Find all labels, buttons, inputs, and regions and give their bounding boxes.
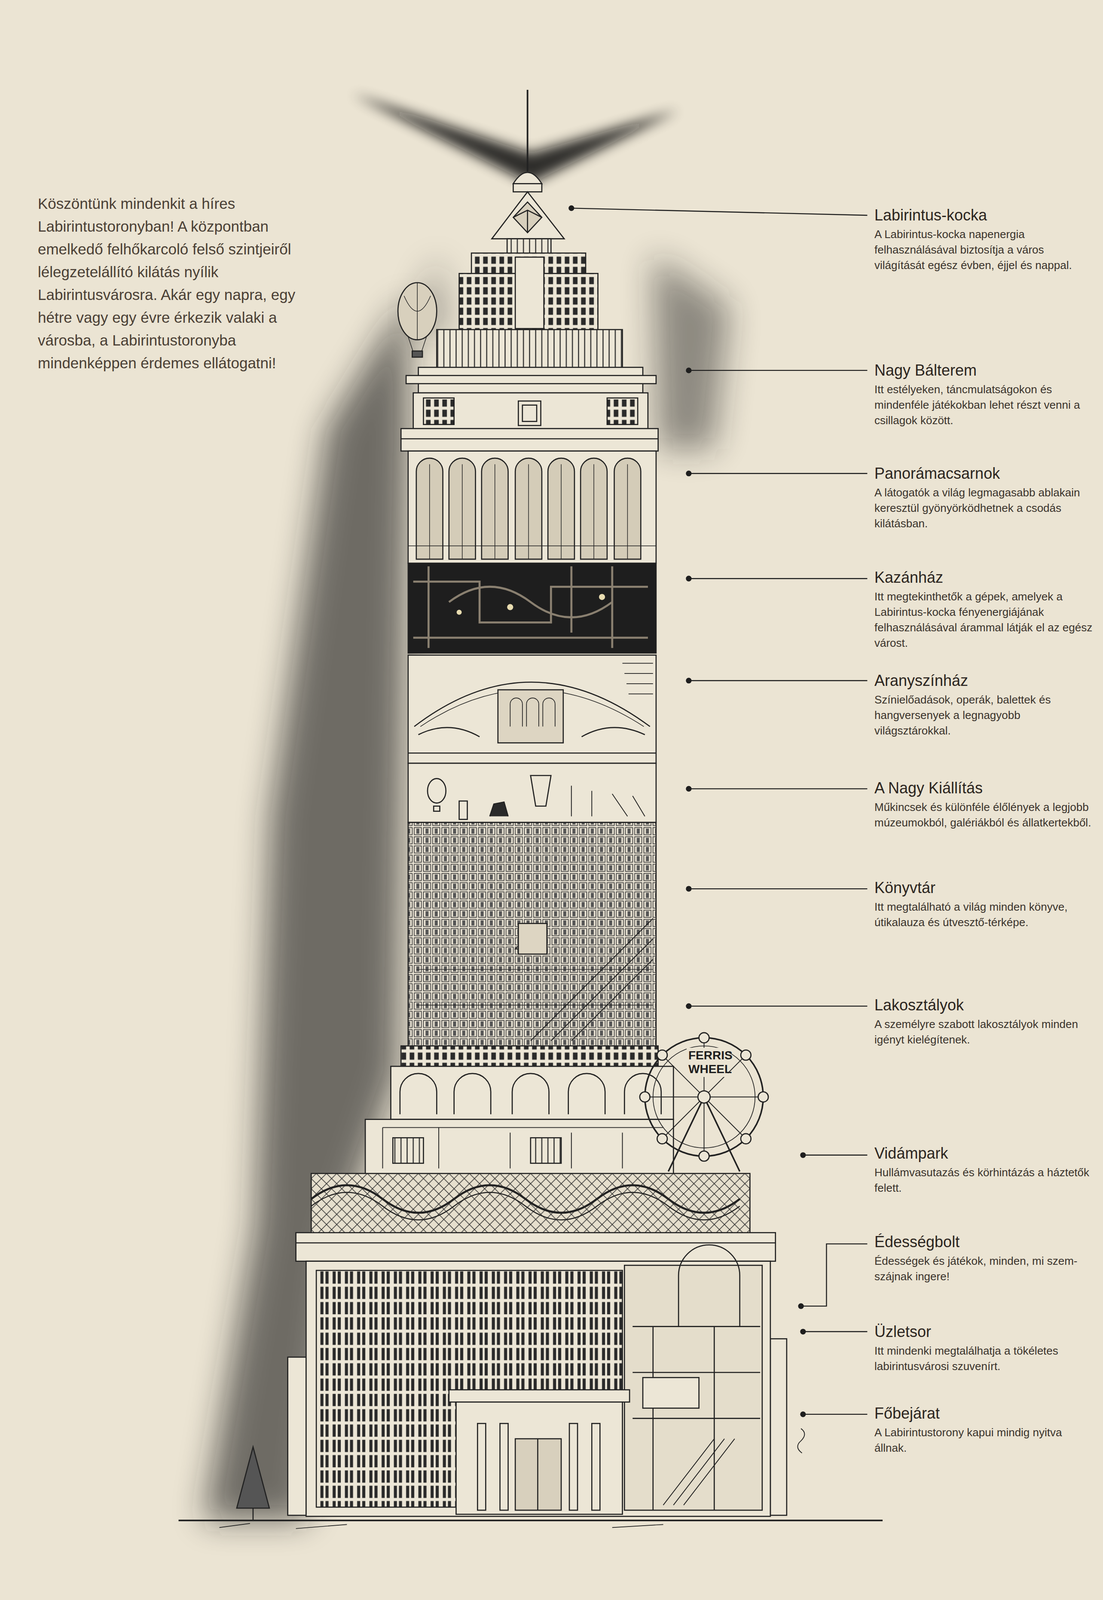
callout: KönyvtárItt megtalálható a világ minden … <box>874 878 1094 930</box>
callout-body: Hullámvasutazás és körhintázás a háztető… <box>874 1164 1094 1196</box>
callout-heading: A Nagy Kiállítás <box>874 778 1094 798</box>
callout: Labirintus-kockaA Labirintus-kocka napen… <box>874 205 1094 273</box>
callout: LakosztályokA személyre szabott lakosztá… <box>874 995 1094 1048</box>
sign-block: FERRIS WHEEL <box>686 1047 728 1077</box>
callout-body: Édességek és játékok, minden, mi szem-sz… <box>874 1252 1094 1284</box>
callout: Nagy BálteremItt estélyeken, táncmulatsá… <box>874 360 1094 428</box>
callout: AranyszínházSzínielőadások, operák, bale… <box>874 671 1094 739</box>
callout-heading: Nagy Bálterem <box>874 360 1094 380</box>
callout: KazánházItt megtekinthetők a gépek, amel… <box>874 568 1094 651</box>
callout-body: Itt estélyeken, táncmulatságokon és mind… <box>874 381 1094 428</box>
callout-heading: Vidámpark <box>874 1143 1094 1163</box>
callout-body: A Labirintustorony kapui mindig nyitva á… <box>874 1424 1094 1456</box>
callout-body: Itt megtekinthetők a gépek, amelyek a La… <box>874 588 1094 651</box>
callout: ÉdességboltÉdességek és játékok, minden,… <box>874 1232 1094 1284</box>
callout-heading: Édességbolt <box>874 1232 1094 1252</box>
callout: VidámparkHullámvasutazás és körhintázás … <box>874 1143 1094 1196</box>
callout-heading: Kazánház <box>874 568 1094 587</box>
callout-body: Itt megtalálható a világ minden könyve, … <box>874 898 1094 930</box>
callout-heading: Aranyszínház <box>874 671 1094 691</box>
callout: A Nagy KiállításMűkincsek és különféle é… <box>874 778 1094 831</box>
callout-body: A látogatók a világ legmagasabb ablakain… <box>874 484 1094 532</box>
ferris-sign: FERRIS WHEEL <box>686 1047 728 1077</box>
callout-heading: Labirintus-kocka <box>874 205 1094 225</box>
intro-block: Köszöntünk mindenkit a híres Labirintust… <box>37 192 296 375</box>
callout: PanorámacsarnokA látogatók a világ legma… <box>874 464 1094 532</box>
callout-heading: Üzletsor <box>874 1322 1094 1342</box>
intro-text: Köszöntünk mindenkit a híres Labirintust… <box>37 192 296 375</box>
callout-body: Műkincsek és különféle élőlények a legjo… <box>874 799 1094 831</box>
callout-body: Színielőadások, operák, balettek és hang… <box>874 691 1094 739</box>
callout: FőbejáratA Labirintustorony kapui mindig… <box>874 1403 1094 1456</box>
callout-heading: Főbejárat <box>874 1403 1094 1423</box>
callout-body: Itt mindenki megtalálhatja a tökéletes l… <box>874 1342 1094 1374</box>
callout-heading: Lakosztályok <box>874 995 1094 1015</box>
callout-heading: Könyvtár <box>874 878 1094 898</box>
callout-body: A Labirintus-kocka napenergia felhasznál… <box>874 226 1094 273</box>
callout-heading: Panorámacsarnok <box>874 464 1094 483</box>
callout-body: A személyre szabott lakosztályok minden … <box>874 1016 1094 1048</box>
callout: ÜzletsorItt mindenki megtalálhatja a tök… <box>874 1322 1094 1374</box>
